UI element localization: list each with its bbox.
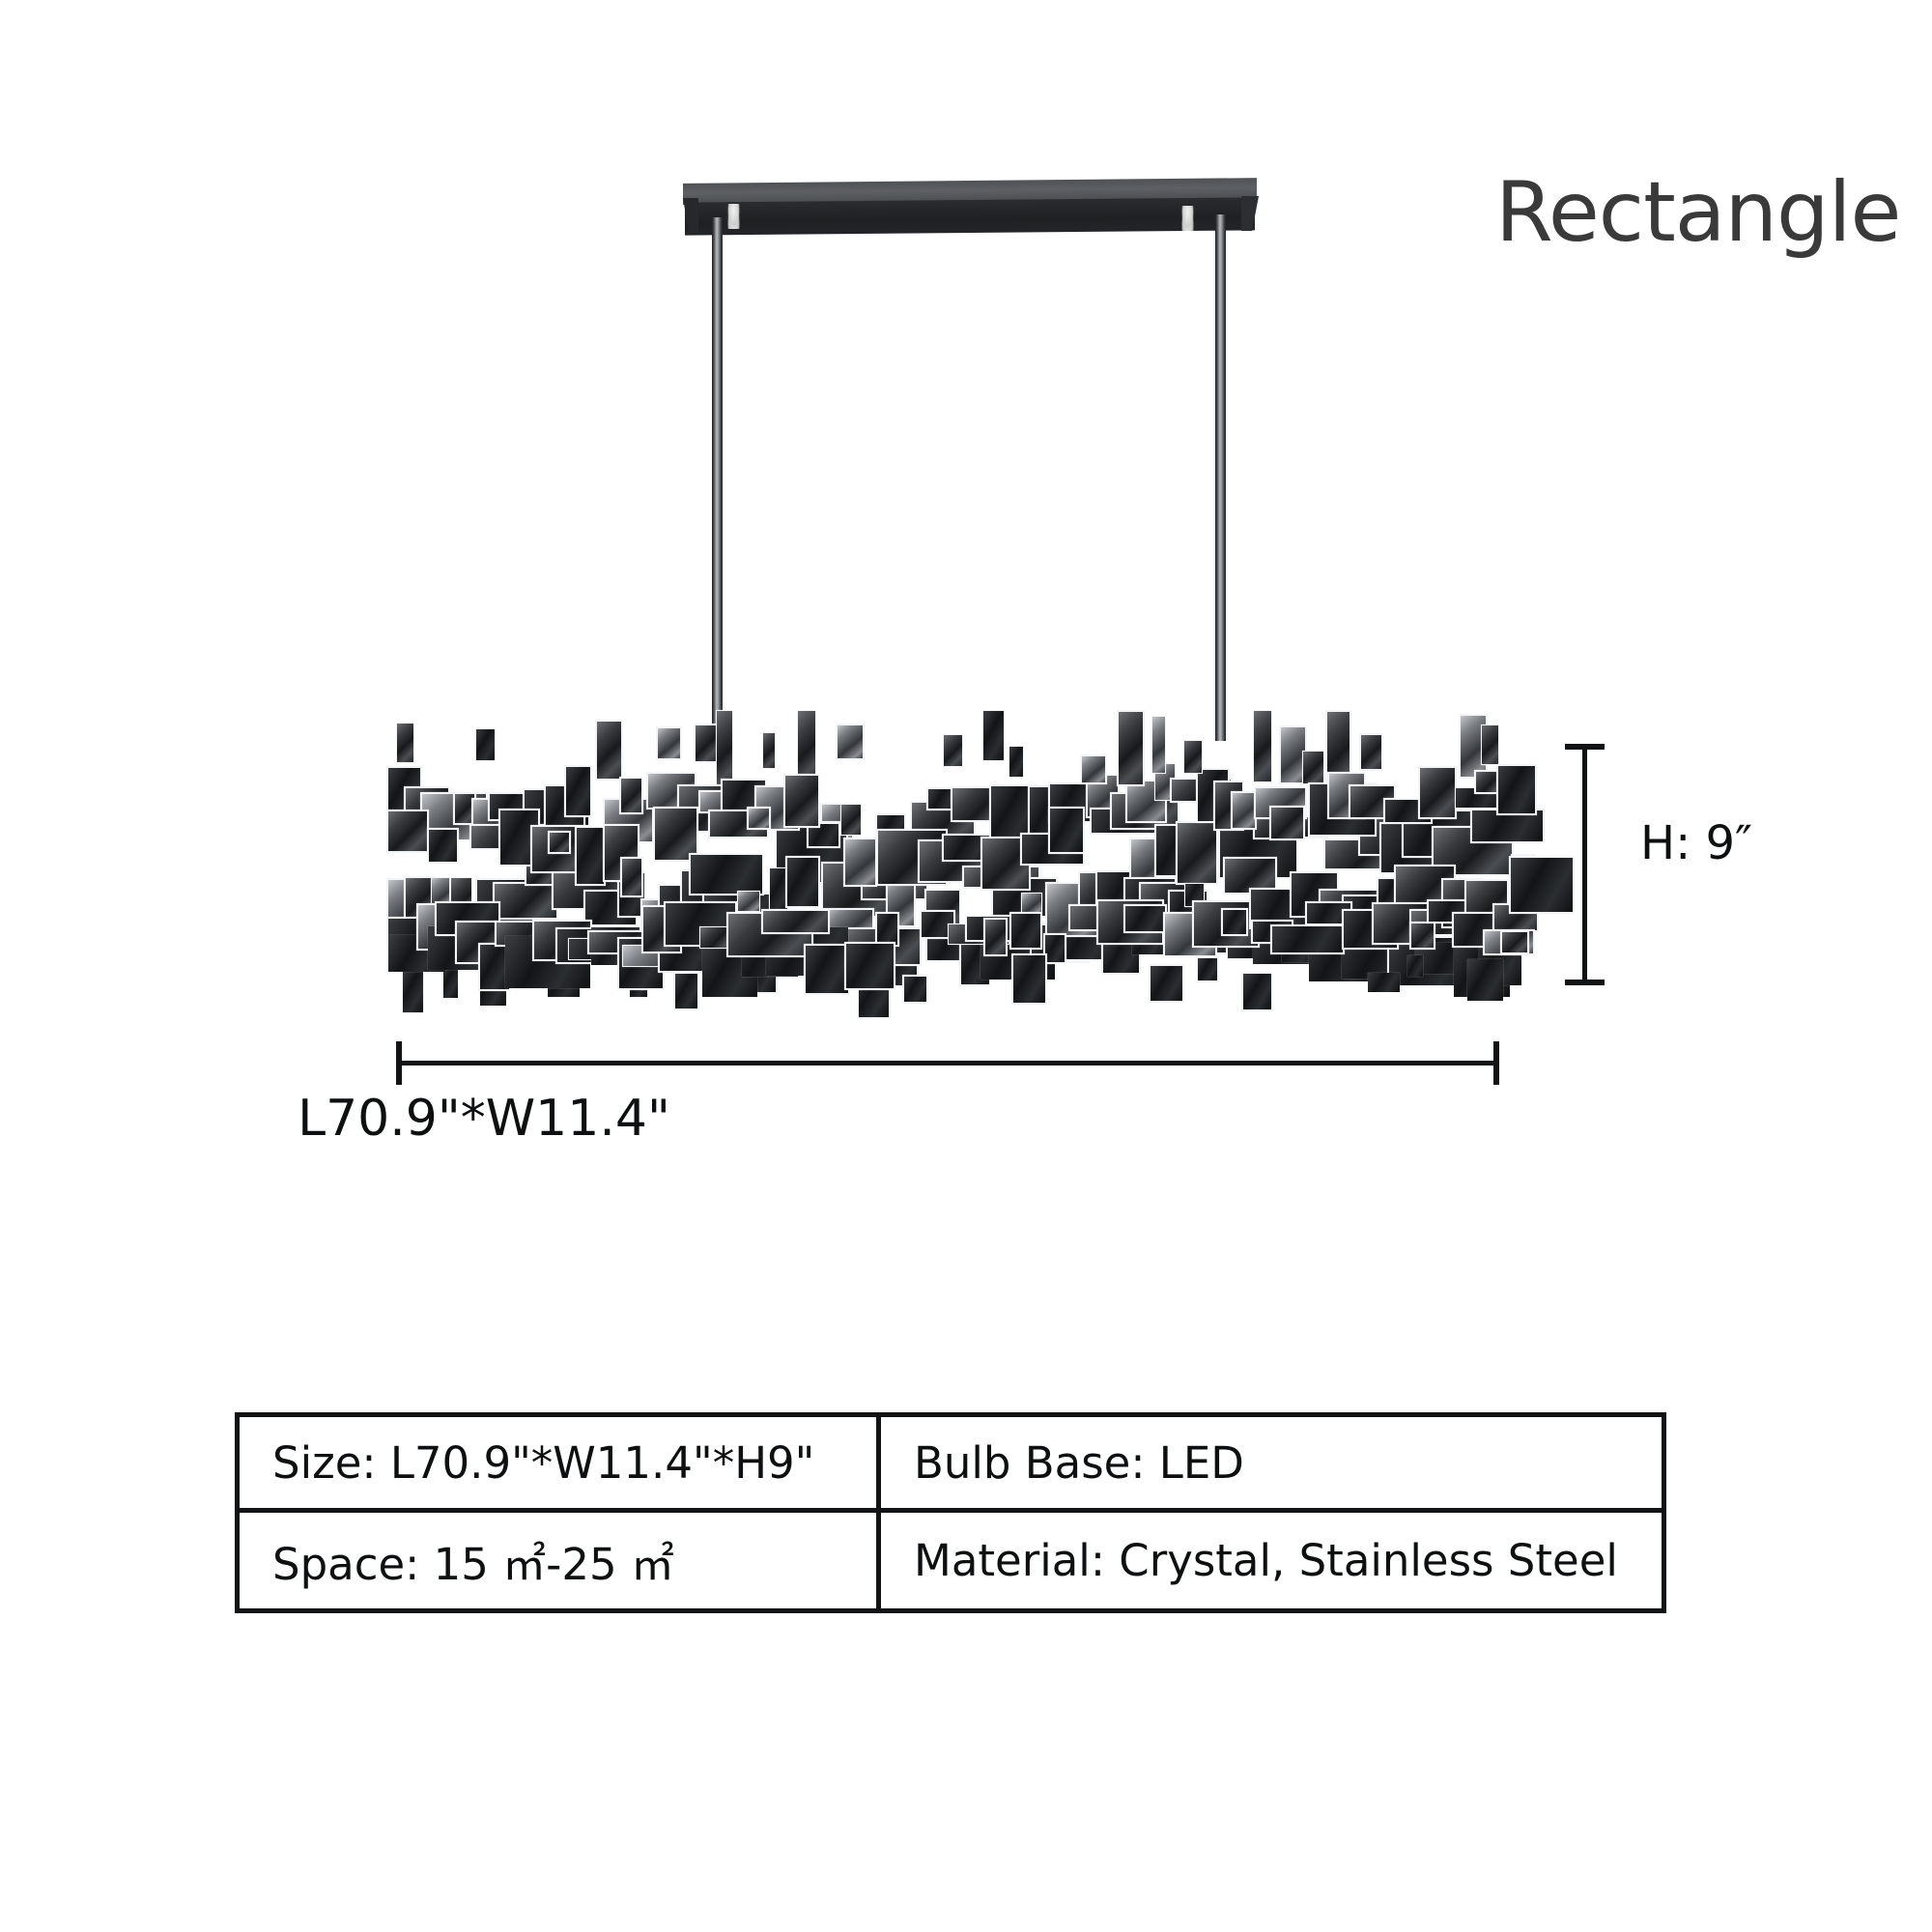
crystal-shard [1048,807,1085,854]
width-dimension-line [396,1041,1499,1086]
crystal-shard [1231,791,1257,830]
canopy-mount-bar [683,178,1259,236]
crystal-shard [575,826,606,886]
height-dim-shaft [1582,744,1587,985]
crystal-shard [427,828,459,864]
specification-table: Size: L70.9"*W11.4"*H9" Bulb Base: LED S… [235,1412,1666,1613]
crystal-shard [785,856,820,908]
width-dim-right-cap [1493,1041,1499,1085]
crystal-shard [1509,856,1575,914]
crystal-shard [1149,964,1184,1003]
crystal-shard [983,918,1008,956]
canopy-front-face [685,197,1255,236]
crystal-shard [396,723,414,763]
crystal-body [386,710,1575,1019]
crystal-shard [1221,908,1248,936]
crystal-shard [762,732,776,769]
crystal-shard [1183,740,1203,774]
crystal-shard [1409,922,1435,950]
crystal-shard [564,765,592,817]
height-dimension-line [1565,744,1605,985]
spec-cell-material: Material: Crystal, Stainless Steel [876,1513,1662,1608]
canopy-right-end-cap [1241,196,1259,231]
crystal-shard [783,774,820,828]
crystal-shard [1269,806,1305,840]
crystal-shard [1270,924,1345,954]
crystal-shard [1368,973,1400,992]
crystal-shard [1467,959,1503,1001]
crystal-shard [943,734,963,767]
crystal-shard [1151,716,1166,774]
crystal-shard [475,728,496,761]
height-dim-bottom-cap [1565,980,1605,985]
crystal-shard [1176,821,1218,885]
suspension-stem-left [712,217,723,739]
crystal-shard [619,777,643,814]
crystal-shard [673,972,699,1010]
crystal-shard [1383,798,1433,824]
crystal-shard [1302,751,1324,784]
crystal-shard [836,724,865,760]
spec-cell-bulb-base: Bulb Base: LED [876,1417,1662,1513]
canopy-screw-left-icon [727,204,740,229]
crystal-shard [1359,733,1383,771]
crystal-shard [1117,710,1145,786]
width-dimension-label-text: L70.9"*W11.4" [298,1090,670,1148]
crystal-shard [1043,933,1066,964]
spec-cell-space: Space: 15 ㎡-25 ㎡ [272,1539,674,1590]
crystal-shard [1196,956,1219,982]
crystal-shard [737,891,760,912]
crystal-shard [1123,904,1167,933]
crystal-shard [595,720,623,781]
crystal-shard [402,966,424,1013]
page-title: Rectangle [1495,164,1901,261]
crystal-shard [761,909,830,934]
crystal-shard [1009,746,1024,778]
suspension-stem-right [1215,214,1226,741]
crystal-shard [1407,955,1423,977]
width-dimension-label: L70.9"*W11.4" [0,1090,1895,1148]
height-dimension-label: H: 9″ [1640,816,1752,870]
crystal-shard [656,726,682,760]
crystal-shard [1500,930,1529,954]
canopy-screw-right-icon [1181,206,1194,231]
crystal-shard [1080,754,1107,784]
spec-cell-size: Size: L70.9"*W11.4"*H9" [240,1417,876,1513]
crystal-shard [1125,780,1167,823]
crystal-shard [804,944,850,995]
width-dim-shaft [396,1061,1499,1065]
crystal-shard [902,975,928,1004]
crystal-shard [689,853,764,895]
crystal-shard [840,804,862,836]
crystal-shard [386,810,429,853]
crystal-shard [653,807,698,862]
crystal-shard [1496,764,1537,815]
crystal-shard [982,710,1005,761]
crystal-shard [620,857,643,897]
crystal-shard [747,807,771,830]
crystal-shard [1009,912,1042,950]
crystal-shard [1418,766,1457,819]
crystal-shard [843,838,877,887]
crystal-shard [844,942,895,990]
crystal-shard [1241,972,1273,1011]
crystal-shard [1253,710,1272,782]
crystal-shard [1481,724,1499,765]
crystal-shard [1011,953,1047,1005]
crystal-shard [493,882,558,920]
crystal-shard [548,831,571,854]
